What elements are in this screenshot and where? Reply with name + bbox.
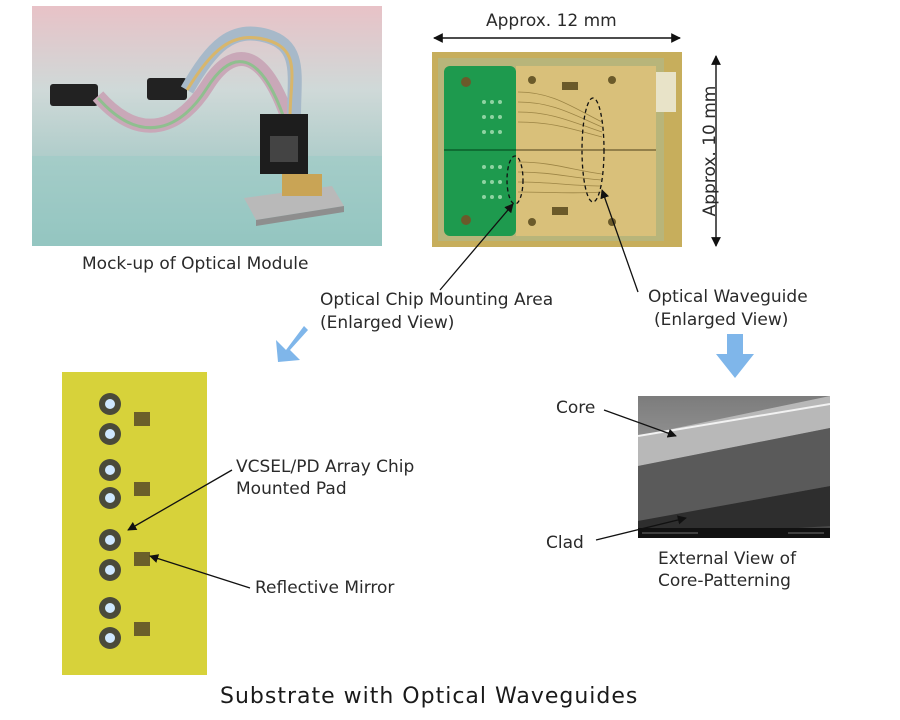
waveguide-label-line1: Optical Waveguide [648, 287, 808, 307]
main-title: Substrate with Optical Waveguides [220, 684, 639, 709]
mockup-caption: Mock-up of Optical Module [82, 254, 309, 274]
mirror-block [134, 412, 150, 426]
pad-highlight [105, 603, 115, 613]
blue-arrow-left [276, 326, 308, 362]
mirror-block [134, 482, 150, 496]
mirror-block [134, 552, 150, 566]
pad-highlight [105, 535, 115, 545]
core-label: Core [556, 398, 596, 418]
vcsel-label-line2: Mounted Pad [236, 479, 347, 499]
pad-photo [62, 372, 207, 675]
clad-label: Clad [546, 533, 584, 553]
mirror-block [134, 622, 150, 636]
mockup-photo [32, 6, 382, 246]
external-view-label-line2: Core-Patterning [658, 571, 791, 591]
waveguide-label-line2: (Enlarged View) [654, 310, 789, 330]
pad-highlight [105, 399, 115, 409]
pad-highlight [105, 465, 115, 475]
sem-photo [638, 396, 830, 538]
substrate-photo [432, 52, 682, 247]
pad-highlight [105, 493, 115, 503]
external-view-label-line1: External View of [658, 549, 797, 569]
pad-highlight [105, 429, 115, 439]
height-label: Approx. 10 mm [700, 85, 720, 217]
blue-arrow-down [716, 334, 754, 378]
vcsel-label-line1: VCSEL/PD Array Chip [236, 457, 415, 477]
chip-area-label-line1: Optical Chip Mounting Area [320, 290, 554, 310]
pad-highlight [105, 565, 115, 575]
width-label: Approx. 12 mm [486, 11, 617, 31]
mirror-label: Reflective Mirror [255, 578, 395, 598]
chip-area-label-line2: (Enlarged View) [320, 313, 455, 333]
pad-highlight [105, 633, 115, 643]
